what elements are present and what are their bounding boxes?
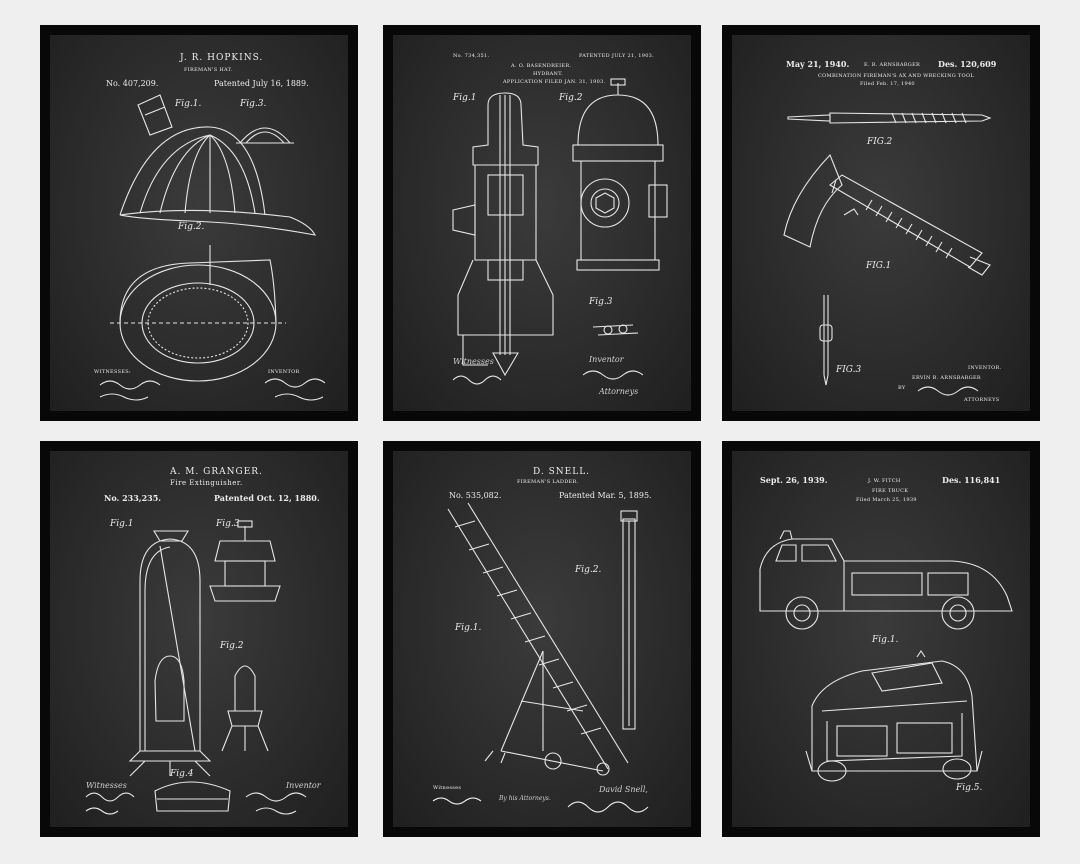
hat-fig1-label: Fig.1. [175, 99, 202, 109]
poster-frame-truck: Sept. 26, 1939. J. W. FITCH Des. 116,841… [722, 441, 1040, 837]
extinguisher-inventor: A. M. GRANGER. [170, 467, 263, 477]
hat-fig2-label: Fig.2. [178, 222, 205, 232]
poster-frame-ladder: D. SNELL. FIREMAN'S LADDER. No. 535,082.… [383, 441, 701, 837]
hat-patented: Patented July 16, 1889. [214, 79, 309, 88]
hydrant-inventor: A. O. BASENDREIER. [511, 63, 572, 69]
axe-attorneys: ATTORNEYS [964, 397, 1000, 403]
hat-title: FIREMAN'S HAT. [184, 67, 233, 73]
ladder-inventor: D. SNELL. [533, 467, 591, 477]
poster-ladder: D. SNELL. FIREMAN'S LADDER. No. 535,082.… [393, 451, 691, 827]
ladder-fig1-label: Fig.1. [455, 623, 482, 633]
poster-frame-hat: J. R. HOPKINS. FIREMAN'S HAT. No. 407,20… [40, 25, 358, 421]
hat-inventor-label: INVENTOR [268, 369, 300, 375]
axe-fig2-label: FIG.2 [867, 137, 893, 147]
extinguisher-fig1-label: Fig.1 [110, 519, 134, 529]
extinguisher-inventor-label: Inventor [286, 781, 321, 790]
truck-title: FIRE TRUCK [872, 488, 909, 494]
hydrant-attorneys: Attorneys [599, 387, 639, 396]
extinguisher-fig3-label: Fig.3 [216, 519, 240, 529]
axe-by: BY [898, 385, 906, 391]
truck-filed: Filed March 25, 1939 [856, 497, 917, 503]
ladder-number: No. 535,082. [449, 491, 502, 500]
poster-frame-axe: May 21, 1940. E. B. ARNSBARGER Des. 120,… [722, 25, 1040, 421]
hydrant-witnesses: Witnesses [453, 357, 494, 366]
ladder-title: FIREMAN'S LADDER. [517, 479, 579, 485]
ladder-witnesses: Witnesses [433, 785, 462, 791]
ladder-fig2-label: Fig.2. [575, 565, 602, 575]
truck-drawing [759, 530, 1013, 782]
hat-number: No. 407,209. [106, 79, 159, 88]
hydrant-inventor-label: Inventor [589, 355, 624, 364]
extinguisher-witnesses: Witnesses [86, 781, 127, 790]
extinguisher-number: No. 233,235. [104, 493, 162, 503]
hydrant-title: HYDRANT. [533, 71, 564, 77]
axe-filed: Filed Feb. 17, 1940 [860, 81, 915, 87]
poster-extinguisher: A. M. GRANGER. Fire Extinguisher. No. 23… [50, 451, 348, 827]
hydrant-fig3-label: Fig.3 [589, 297, 613, 307]
axe-drawing [783, 112, 992, 396]
hat-inventor: J. R. HOPKINS. [180, 53, 264, 63]
extinguisher-drawing [85, 520, 307, 815]
axe-inventor: E. B. ARNSBARGER [864, 62, 921, 68]
axe-fig1-label: FIG.1 [866, 261, 892, 271]
poster-axe: May 21, 1940. E. B. ARNSBARGER Des. 120,… [732, 35, 1030, 411]
axe-date: May 21, 1940. [786, 59, 850, 69]
hydrant-number: No. 734,351. [453, 53, 490, 59]
poster-frame-hydrant: No. 734,351. PATENTED JULY 21, 1903. A. … [383, 25, 701, 421]
hydrant-fig1-label: Fig.1 [453, 93, 477, 103]
hydrant-filed: APPLICATION FILED JAN. 31, 1903. [503, 79, 606, 85]
truck-inventor: J. W. FITCH [868, 478, 901, 484]
truck-date: Sept. 26, 1939. [760, 475, 828, 485]
extinguisher-fig4-label: Fig.4 [170, 769, 194, 779]
axe-title: COMBINATION FIREMAN'S AX AND WRECKING TO… [818, 73, 974, 79]
truck-fig1-label: Fig.1. [872, 635, 899, 645]
ladder-attorneys: By his Attorneys. [499, 795, 551, 802]
ladder-drawing [432, 502, 649, 813]
axe-inventor-label: INVENTOR. [968, 365, 1002, 371]
axe-des: Des. 120,609 [938, 59, 997, 69]
poster-hydrant: No. 734,351. PATENTED JULY 21, 1903. A. … [393, 35, 691, 411]
hat-drawing [99, 94, 326, 401]
extinguisher-patented: Patented Oct. 12, 1880. [214, 493, 320, 503]
truck-des: Des. 116,841 [942, 475, 1001, 485]
extinguisher-fig2-label: Fig.2 [220, 641, 244, 651]
extinguisher-title: Fire Extinguisher. [170, 479, 243, 487]
ladder-patented: Patented Mar. 5, 1895. [559, 491, 652, 500]
poster-frame-extinguisher: A. M. GRANGER. Fire Extinguisher. No. 23… [40, 441, 358, 837]
hat-fig3-label: Fig.3. [240, 99, 267, 109]
ladder-inventor-sig: David Snell, [599, 785, 648, 794]
poster-truck: Sept. 26, 1939. J. W. FITCH Des. 116,841… [732, 451, 1030, 827]
hydrant-drawing [452, 78, 668, 385]
axe-fig3-label: FIG.3 [836, 365, 862, 375]
hat-witnesses: WITNESSES: [94, 369, 131, 375]
axe-inventor-sig: ERVIN B. ARNSBARGER [912, 375, 981, 381]
hydrant-fig2-label: Fig.2 [559, 93, 583, 103]
poster-hat: J. R. HOPKINS. FIREMAN'S HAT. No. 407,20… [50, 35, 348, 411]
truck-fig5-label: Fig.5. [956, 783, 983, 793]
hydrant-patented: PATENTED JULY 21, 1903. [579, 53, 655, 59]
